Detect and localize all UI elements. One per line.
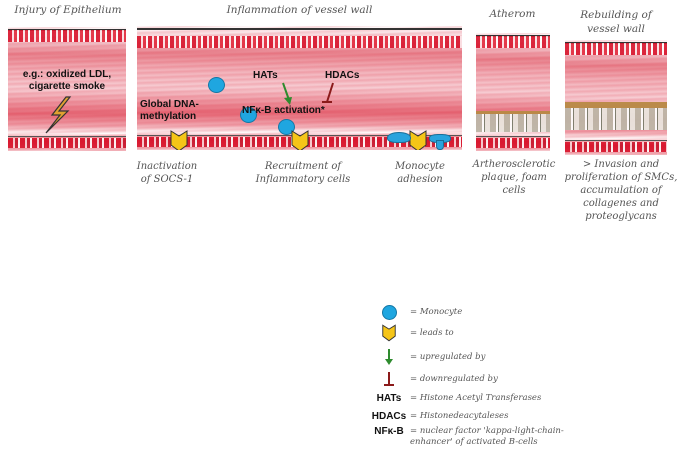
legend-text: = leads to xyxy=(410,328,454,338)
inhibit-bar-icon xyxy=(384,372,394,386)
vessel-panel-rebuilding xyxy=(565,40,667,155)
stage-title-atherom: Atherom xyxy=(489,8,536,20)
chevron-icon xyxy=(291,130,309,150)
stage-title-inflammation: Inflammation of vessel wall xyxy=(226,4,373,16)
legend-row-hats: HATs = Histone Acetyl Transferases xyxy=(368,390,542,406)
vessel-panel-inflammation: HATs HDACs NFκ-B activation* Global DNA-… xyxy=(137,26,462,150)
caption-atherom: Artherosclerotic plaque, foam cells xyxy=(472,159,556,196)
monocyte-icon xyxy=(381,304,397,320)
adherent-monocyte-icon xyxy=(387,132,411,143)
legend-text: = nuclear factor 'kappa-light-chain- enh… xyxy=(410,426,564,447)
green-arrow-icon xyxy=(282,82,292,105)
monocyte-icon xyxy=(278,119,295,135)
dna-methylation-label: Global DNA- methylation xyxy=(140,99,199,122)
injury-cause-text: e.g.: oxidized LDL, cigarette smoke xyxy=(22,69,112,92)
stage-title-injury: Injury of Epithelium xyxy=(14,4,122,16)
monocyte-icon xyxy=(240,107,257,123)
legend-row-monocyte: = Monocyte xyxy=(368,304,462,320)
legend-text: = Histonedeacytaleses xyxy=(410,411,509,421)
green-arrow-icon xyxy=(385,349,393,365)
legend-row-upregulated: = upregulated by xyxy=(368,349,485,365)
hdacs-label: HDACs xyxy=(325,70,360,81)
legend-text: = upregulated by xyxy=(410,352,486,362)
hats-label: HATs xyxy=(253,70,278,81)
chevron-icon xyxy=(170,130,188,150)
legend-key-nfkb: NFκ-B xyxy=(374,426,404,437)
legend-row-hdacs: HDACs = Histonedeacytaleses xyxy=(368,408,509,424)
legend-text: = downregulated by xyxy=(410,374,498,384)
caption-rebuilding: > Invasion and proliferation of SMCs, ac… xyxy=(564,159,678,222)
legend-text: = Histone Acetyl Transferases xyxy=(410,393,542,403)
lightning-icon xyxy=(45,96,72,134)
legend-key-hats: HATs xyxy=(376,392,402,404)
legend-text: = Monocyte xyxy=(410,307,463,317)
chevron-icon xyxy=(409,130,427,150)
monocyte-icon xyxy=(208,77,225,93)
vessel-panel-injury: e.g.: oxidized LDL, cigarette smoke xyxy=(8,27,126,151)
stage-title-rebuilding: Rebuilding of vessel wall xyxy=(580,9,652,35)
vessel-panel-atherom xyxy=(476,33,550,151)
chevron-icon xyxy=(382,324,396,342)
nfkb-activation-label: NFκ-B activation* xyxy=(242,105,325,116)
legend-key-hdacs: HDACs xyxy=(371,410,407,422)
legend-row-leads-to: = leads to xyxy=(368,324,454,342)
caption-monocyte-adhesion: Monocyte adhesion xyxy=(395,161,445,185)
caption-recruitment: Recruitment of Inflammatory cells xyxy=(255,161,351,185)
adherent-monocyte-icon xyxy=(436,140,444,150)
legend-row-downregulated: = downregulated by xyxy=(368,371,498,387)
inhibit-bar-icon xyxy=(322,82,334,103)
caption-socs: Inactivation of SOCS-1 xyxy=(136,161,198,185)
legend-row-nfkb: NFκ-B = nuclear factor 'kappa-light-chai… xyxy=(368,426,564,454)
